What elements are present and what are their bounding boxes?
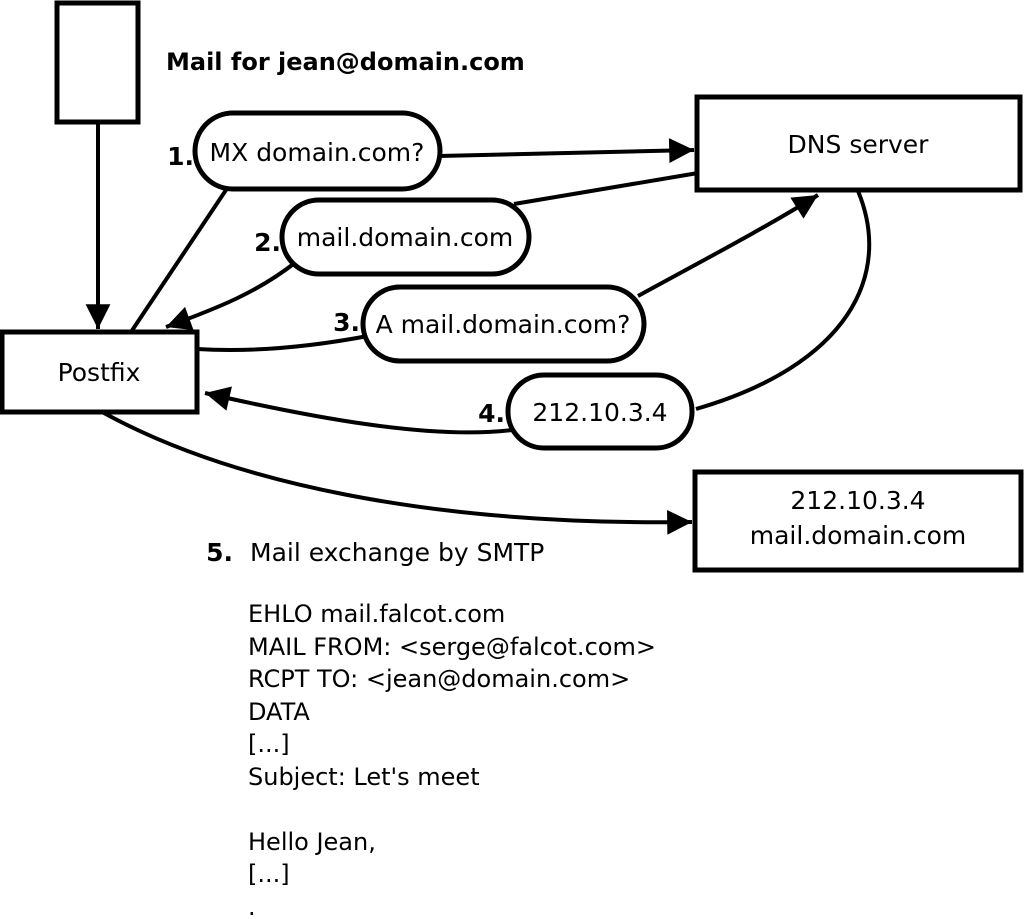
- step-4-label: 212.10.3.4: [532, 398, 667, 427]
- step-2-bubble: [279, 197, 532, 277]
- step-4-bubble: [505, 372, 695, 451]
- smtp-line: RCPT TO: <jean@domain.com>: [248, 665, 630, 693]
- step-5-number: 5.: [206, 538, 233, 567]
- arrow-step1-to-dns: [438, 138, 695, 163]
- arrow-step2-to-postfix: [165, 260, 298, 331]
- mail-server-ip: 212.10.3.4: [790, 486, 925, 515]
- step-3-number: 3.: [333, 308, 360, 337]
- step-2-label: mail.domain.com: [297, 223, 513, 252]
- smtp-line: [...]: [248, 730, 290, 758]
- line-dns-to-step2: [513, 171, 699, 206]
- smtp-line: [...]: [248, 860, 290, 888]
- smtp-line: .: [248, 893, 256, 919]
- line-postfix-to-step3: [196, 334, 369, 353]
- line-postfix-to-step1: [129, 185, 230, 334]
- step-1-number: 1.: [167, 142, 194, 171]
- postfix-label: Postfix: [58, 358, 141, 387]
- smtp-line: MAIL FROM: <serge@falcot.com>: [248, 633, 656, 661]
- step-3-label: A mail.domain.com?: [376, 310, 631, 339]
- dns-server-node: [694, 94, 1023, 193]
- smtp-line: Subject: Let's meet: [248, 763, 480, 791]
- smtp-line: EHLO mail.falcot.com: [248, 600, 505, 628]
- step-5-label: Mail exchange by SMTP: [250, 538, 544, 567]
- step-2-number: 2.: [254, 228, 281, 257]
- arrow-step4-to-postfix: [204, 386, 513, 435]
- step-4-number: 4.: [478, 399, 505, 428]
- smtp-line: DATA: [248, 698, 310, 726]
- step-1-bubble: [192, 110, 443, 192]
- step-3-bubble: [360, 284, 647, 364]
- smtp-line: Hello Jean,: [248, 828, 376, 856]
- mail-server-node: [692, 469, 1024, 573]
- dns-server-label: DNS server: [788, 130, 930, 159]
- line-dns-to-step4: [695, 190, 872, 411]
- arrow-step3-to-dns: [637, 193, 820, 298]
- mail-server-hostname: mail.domain.com: [750, 521, 966, 550]
- arrow-postfix-to-mailserver: [103, 411, 693, 535]
- postfix-node: [0, 329, 200, 415]
- mail-message-icon: [54, 0, 141, 125]
- step-1-label: MX domain.com?: [210, 138, 425, 167]
- smtp-session-block: EHLO mail.falcot.com MAIL FROM: <serge@f…: [248, 600, 656, 919]
- diagram-title: Mail for jean@domain.com: [166, 48, 525, 76]
